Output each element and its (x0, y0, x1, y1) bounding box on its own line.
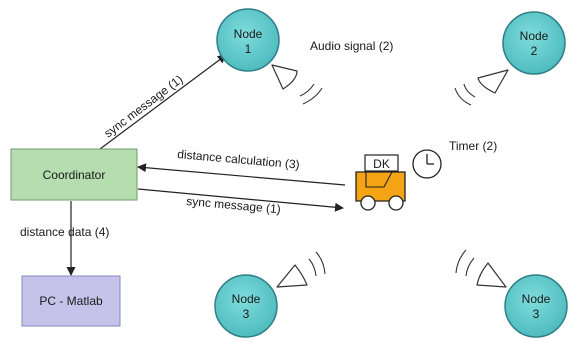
speaker-cone-icon (276, 251, 326, 288)
timer-label: Timer (2) (449, 139, 497, 153)
cart-icon: DK (355, 154, 406, 211)
node-1-title: Node (234, 27, 263, 41)
sync-message-node-label: sync message (1) (101, 72, 185, 140)
clock-icon (412, 149, 442, 179)
speaker-cone-icon (455, 249, 507, 288)
node-3-right-number: 3 (533, 307, 540, 321)
speaker-cone-icon (271, 64, 323, 105)
node-2-number: 2 (531, 44, 538, 58)
node-1: Node 1 (216, 8, 280, 72)
coordinator-label: Coordinator (43, 168, 106, 182)
pc-matlab-box: PC - Matlab (21, 275, 121, 327)
edge-dk-to-coordinator (137, 163, 346, 186)
audio-signal-label: Audio signal (2) (310, 39, 393, 53)
node-1-number: 1 (245, 42, 252, 56)
speaker-cone-icon (454, 69, 509, 106)
node-3-right-title: Node (522, 292, 551, 306)
distance-calculation-label: distance calculation (3) (177, 147, 300, 172)
node-3-left-title: Node (232, 292, 261, 306)
node-3-left-number: 3 (243, 307, 250, 321)
node-3-right: Node 3 (504, 274, 568, 338)
node-3-left: Node 3 (214, 274, 278, 338)
node-2: Node 2 (502, 11, 566, 75)
distance-data-label: distance data (4) (20, 225, 109, 239)
dk-label: DK (373, 157, 390, 171)
node-2-title: Node (520, 29, 549, 43)
coordinator-box: Coordinator (10, 148, 138, 201)
pc-matlab-label: PC - Matlab (39, 294, 103, 308)
edge-coordinator-to-dk (137, 188, 344, 212)
edge-coordinator-to-node1 (99, 54, 227, 150)
sync-message-dk-label: sync message (1) (186, 194, 282, 216)
